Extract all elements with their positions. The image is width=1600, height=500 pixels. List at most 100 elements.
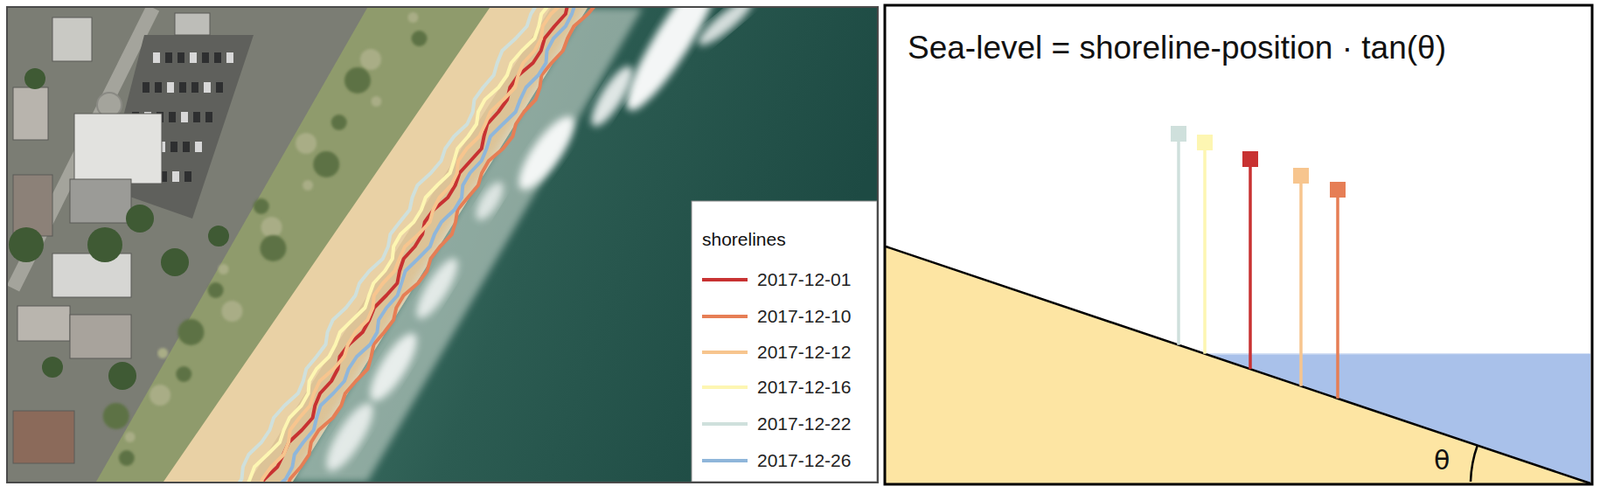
legend-swatch bbox=[702, 350, 748, 355]
car bbox=[184, 171, 192, 182]
car bbox=[182, 141, 190, 153]
shrub bbox=[259, 235, 286, 262]
shrub bbox=[103, 403, 130, 430]
shrub bbox=[331, 114, 348, 131]
angle-arc bbox=[1470, 445, 1478, 482]
shrub bbox=[118, 450, 135, 467]
tree bbox=[87, 227, 123, 263]
shrub bbox=[157, 347, 168, 359]
car bbox=[172, 171, 180, 182]
legend-box bbox=[691, 201, 877, 482]
shoreline-marker bbox=[1293, 167, 1309, 184]
car bbox=[201, 52, 209, 63]
shoreline-marker bbox=[1196, 134, 1213, 151]
beach-profile bbox=[885, 246, 1591, 484]
shrub bbox=[175, 366, 192, 383]
shoreline bbox=[286, 7, 599, 482]
building bbox=[13, 87, 49, 140]
car bbox=[189, 52, 197, 63]
legend-text: 2017-12-12 bbox=[757, 341, 851, 363]
shrub bbox=[295, 132, 317, 154]
shrub bbox=[344, 67, 371, 94]
breaking-wave bbox=[410, 253, 466, 325]
shoreline-marker-stem bbox=[1176, 141, 1181, 346]
shrub bbox=[261, 216, 283, 238]
legend-swatch bbox=[702, 278, 748, 282]
water-level bbox=[1207, 354, 1591, 355]
tree bbox=[41, 356, 63, 378]
shrub bbox=[218, 264, 230, 275]
shrub bbox=[253, 198, 270, 215]
tree bbox=[160, 248, 189, 277]
building bbox=[69, 179, 132, 223]
car bbox=[215, 82, 223, 93]
building bbox=[74, 113, 162, 184]
shrub bbox=[208, 282, 224, 299]
car bbox=[203, 82, 211, 93]
legend-swatch bbox=[702, 314, 748, 319]
car bbox=[166, 82, 174, 93]
car bbox=[170, 141, 178, 153]
slope-schematic bbox=[885, 125, 1591, 484]
car bbox=[165, 52, 173, 63]
shoreline bbox=[258, 7, 564, 482]
shrub bbox=[407, 12, 418, 23]
legend-text: 2017-12-26 bbox=[757, 450, 851, 472]
shrub bbox=[221, 300, 243, 322]
swash-zone bbox=[290, 7, 643, 482]
legend-text: 2017-12-22 bbox=[757, 413, 851, 435]
car bbox=[142, 82, 150, 93]
tree bbox=[208, 225, 230, 247]
shoreline-marker-stem bbox=[1335, 197, 1340, 399]
panel-border bbox=[6, 6, 878, 483]
car bbox=[194, 141, 202, 153]
tree bbox=[24, 68, 46, 90]
car bbox=[191, 82, 199, 93]
car bbox=[193, 111, 201, 123]
building bbox=[52, 253, 132, 298]
shoreline-marker bbox=[1329, 181, 1346, 198]
shoreline bbox=[271, 7, 577, 482]
building bbox=[69, 314, 132, 359]
building bbox=[13, 174, 53, 237]
legend-swatch bbox=[702, 459, 748, 463]
legend-text: 2017-12-01 bbox=[757, 269, 851, 291]
shrub bbox=[370, 96, 382, 107]
car bbox=[226, 52, 234, 63]
breaking-wave bbox=[693, 7, 759, 51]
shoreline bbox=[233, 7, 539, 482]
shrub bbox=[125, 431, 136, 443]
tree bbox=[108, 361, 137, 390]
car bbox=[168, 111, 176, 123]
building bbox=[174, 13, 210, 35]
breaking-wave bbox=[318, 396, 381, 477]
car bbox=[179, 82, 187, 93]
car bbox=[214, 52, 222, 63]
shoreline bbox=[255, 7, 569, 482]
tree bbox=[125, 204, 154, 233]
shoreline-marker-stem bbox=[1203, 150, 1207, 355]
shrub bbox=[149, 384, 171, 406]
car bbox=[153, 52, 160, 63]
building bbox=[52, 17, 92, 62]
legend-text: 2017-12-16 bbox=[757, 376, 851, 398]
aerial-image bbox=[7, 7, 877, 482]
shoreline-marker-stem bbox=[1248, 166, 1253, 369]
shoreline bbox=[244, 7, 552, 482]
car bbox=[180, 111, 188, 123]
shrub bbox=[360, 48, 382, 70]
car bbox=[177, 52, 185, 63]
panel-border bbox=[884, 5, 1593, 485]
slope-line bbox=[885, 246, 1591, 484]
shrub bbox=[313, 151, 340, 178]
tree bbox=[8, 227, 44, 263]
angle-label: θ bbox=[1433, 445, 1450, 477]
building bbox=[17, 306, 70, 341]
legend-swatch bbox=[702, 385, 748, 390]
car bbox=[154, 82, 162, 93]
breaking-wave bbox=[584, 61, 640, 133]
shrub bbox=[411, 30, 428, 47]
building bbox=[13, 410, 75, 464]
car bbox=[205, 111, 213, 123]
